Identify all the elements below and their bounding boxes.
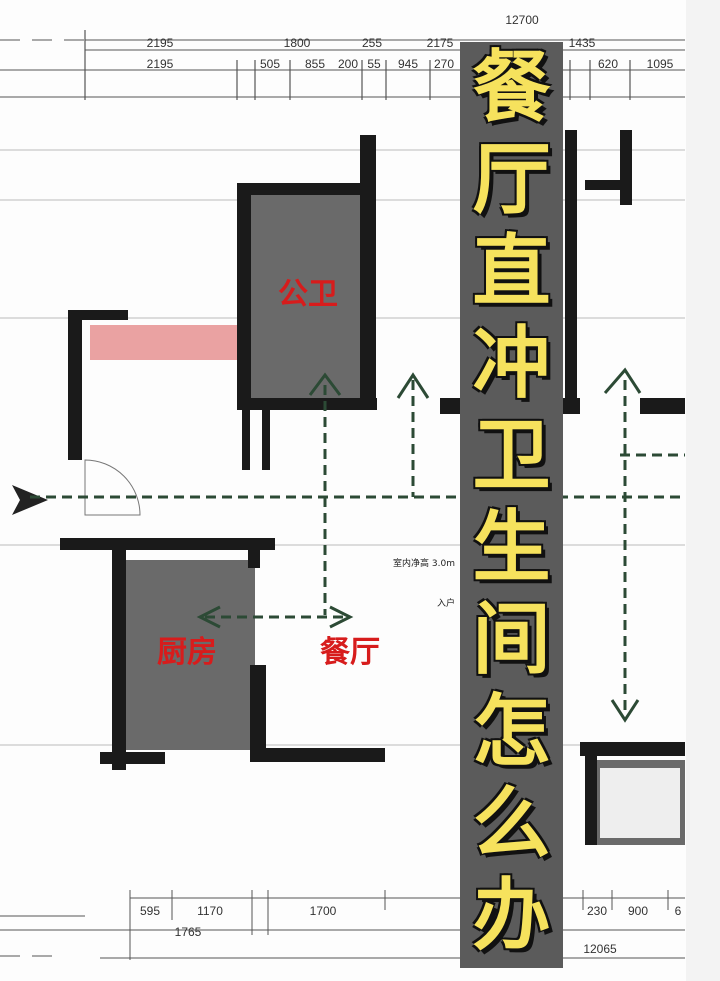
dim-top: 620 xyxy=(598,57,618,71)
dim-top: 55 xyxy=(367,57,381,71)
dim-top: 2175 xyxy=(427,36,454,50)
door-arc xyxy=(84,459,141,516)
title-char: 餐 xyxy=(472,43,551,133)
dim-bottom: 900 xyxy=(628,904,648,918)
title-char: 直 xyxy=(472,227,551,317)
bathroom-fill xyxy=(250,195,360,400)
note-entrance: 入户 xyxy=(437,597,455,609)
arrow-heads xyxy=(196,367,642,723)
highlight-bar xyxy=(90,325,238,360)
dim-bottom: 6 xyxy=(675,904,682,918)
title-char: 间 xyxy=(472,595,551,685)
dim-top: 2195 xyxy=(147,36,174,50)
title-char: 生 xyxy=(472,503,551,593)
dim-total-bottom: 12065 xyxy=(583,942,617,956)
title-char: 怎 xyxy=(472,687,551,777)
dim-bottom: 1765 xyxy=(175,925,202,939)
dim-bottom: 595 xyxy=(140,904,160,918)
title-banner: 餐 厅 直 冲 卫 生 间 怎 么 办 xyxy=(460,42,563,968)
dim-top: 2195 xyxy=(147,57,174,71)
dim-top: 200 xyxy=(338,57,358,71)
title-char: 卫 xyxy=(472,411,551,501)
dimension-lines xyxy=(0,30,685,960)
dim-top: 505 xyxy=(260,57,280,71)
dim-top: 270 xyxy=(434,57,454,71)
dim-top: 1800 xyxy=(284,36,311,50)
dim-top: 255 xyxy=(362,36,382,50)
dim-top: 945 xyxy=(398,57,418,71)
dim-top: 1435 xyxy=(569,36,596,50)
dim-total-top: 12700 xyxy=(505,13,539,27)
title-char: 办 xyxy=(472,871,551,961)
room-label-bathroom: 公卫 xyxy=(278,277,338,312)
dim-top: 1095 xyxy=(647,57,674,71)
walls xyxy=(60,130,685,845)
room-label-kitchen: 厨房 xyxy=(157,635,217,670)
title-char: 冲 xyxy=(472,319,551,409)
entrance-arrow-icon xyxy=(12,485,48,515)
kitchen-fill xyxy=(125,560,255,750)
dim-bottom: 1170 xyxy=(197,904,223,918)
door-swing xyxy=(600,768,680,838)
dim-bottom: 230 xyxy=(587,904,607,918)
note-ceiling-height: 室内净高 3.0m xyxy=(393,557,455,569)
dim-top: 855 xyxy=(305,57,325,71)
room-label-dining: 餐厅 xyxy=(320,635,380,670)
title-char: 厅 xyxy=(472,135,551,225)
right-margin xyxy=(686,0,720,981)
circulation-paths xyxy=(30,380,685,715)
title-char: 么 xyxy=(472,779,551,869)
dim-bottom: 1700 xyxy=(310,904,337,918)
